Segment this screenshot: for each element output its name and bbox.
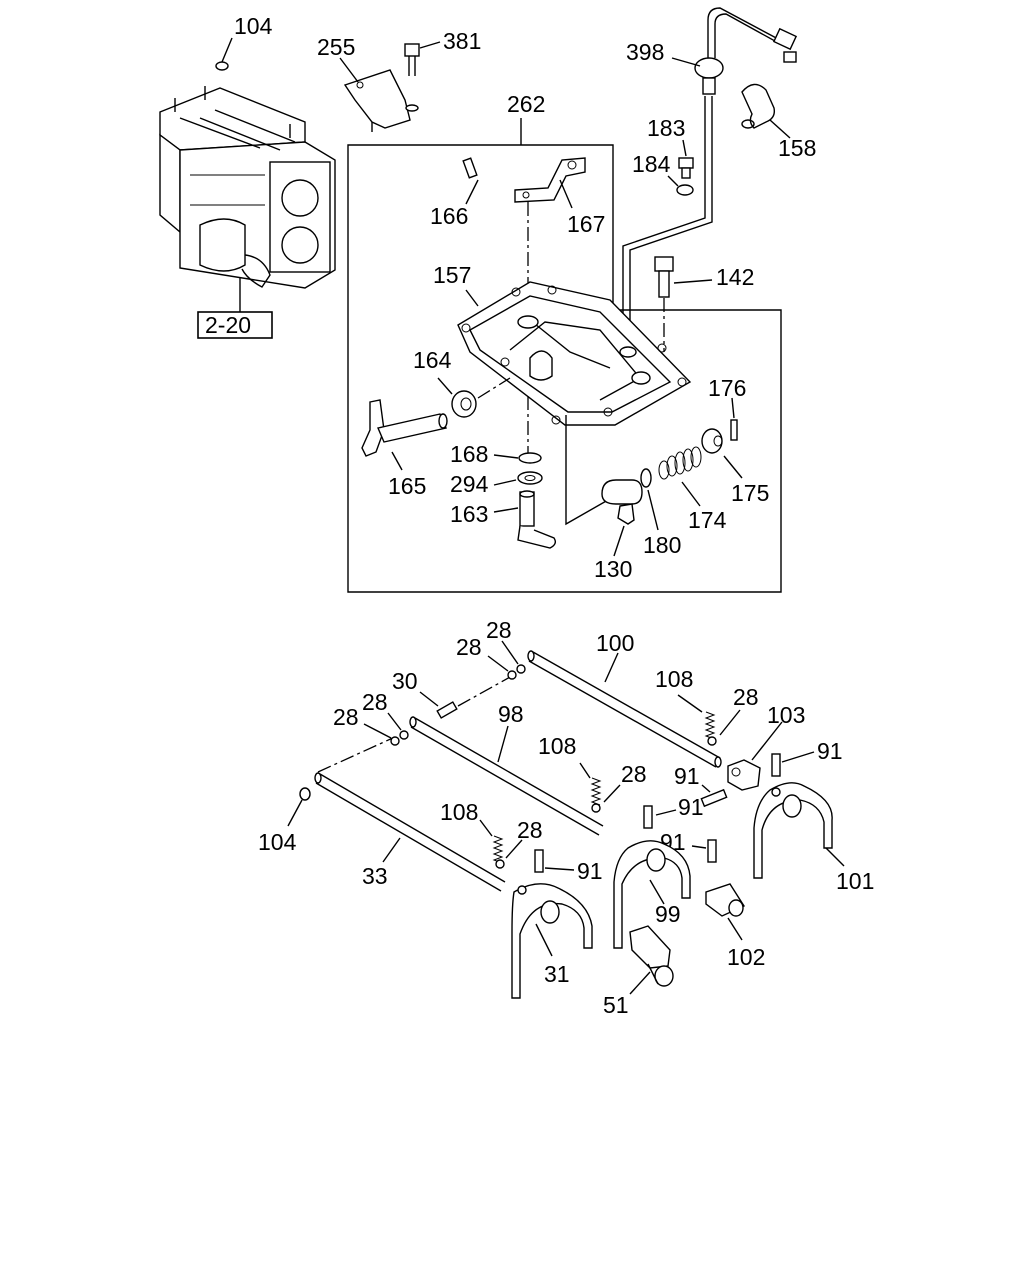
pin-91-a	[771, 753, 781, 777]
shift-rail-98-drawing	[409, 716, 604, 836]
callout-99: 99	[655, 901, 681, 927]
fork-31-drawing	[511, 883, 593, 999]
callout-166: 166	[430, 203, 468, 229]
ball-28-d	[390, 736, 400, 746]
callout-102: 102	[727, 944, 765, 970]
callout-104-bottom: 104	[258, 829, 297, 855]
ball-28-e	[707, 736, 717, 746]
plate-167-drawing	[514, 157, 586, 203]
bolt-142-drawing	[654, 256, 674, 298]
callout-165: 165	[388, 473, 426, 499]
callout-31: 31	[544, 961, 570, 987]
ball-28-g	[495, 859, 505, 869]
ball-28-c	[399, 730, 409, 740]
callout-398: 398	[626, 39, 664, 65]
callout-98: 98	[498, 701, 524, 727]
seal-164-drawing	[451, 390, 477, 418]
callout-167: 167	[567, 211, 605, 237]
pin-176-drawing	[730, 419, 738, 441]
callout-108-left: 108	[440, 799, 478, 825]
callout-158: 158	[778, 135, 816, 161]
ball-28-a	[516, 664, 526, 674]
plug-175-drawing	[701, 428, 723, 454]
block-103-drawing	[727, 759, 761, 791]
callout-51: 51	[603, 992, 629, 1018]
callout-142: 142	[716, 264, 754, 290]
callout-91-far-right: 91	[817, 738, 843, 764]
plug-104-drawing	[299, 787, 311, 801]
ball-28-b	[507, 670, 517, 680]
callout-262: 262	[507, 91, 545, 117]
bolt-381-drawing	[404, 43, 420, 112]
callout-91-upper: 91	[674, 763, 700, 789]
callout-108-middle: 108	[538, 733, 576, 759]
callout-164: 164	[413, 347, 452, 373]
bracket-255-drawing	[343, 69, 411, 132]
callout-180: 180	[643, 532, 681, 558]
callout-28-top-left: 28	[456, 634, 482, 660]
callout-294: 294	[450, 471, 489, 497]
spring-108-c	[492, 835, 504, 864]
callout-163: 163	[450, 501, 488, 527]
spring-174-drawing	[658, 446, 702, 480]
spring-108-a	[704, 711, 716, 740]
callout-28-mid-left: 28	[333, 704, 359, 730]
callout-28-middle: 28	[621, 761, 647, 787]
fork-101-drawing	[753, 782, 833, 879]
callout-176: 176	[708, 375, 746, 401]
fork-99-drawing	[613, 840, 691, 949]
washer-168-drawing	[518, 452, 542, 464]
pin-91-e	[534, 849, 544, 873]
lever-130-drawing	[601, 479, 643, 525]
callout-255: 255	[317, 34, 355, 60]
callout-183: 183	[647, 115, 685, 141]
washer-180-drawing	[640, 468, 652, 488]
pin-91-d	[707, 839, 717, 863]
section-reference-label: 2-20	[205, 312, 251, 338]
callout-28-mid-right: 28	[362, 689, 388, 715]
pin-91-b	[700, 788, 728, 808]
callout-28-top-right: 28	[486, 617, 512, 643]
transmission-case-drawing	[159, 61, 336, 289]
washer-184-drawing	[676, 184, 694, 196]
switch-398-drawing	[694, 7, 798, 95]
section-reference-box	[197, 311, 273, 339]
pin-91-c	[643, 805, 653, 829]
block-102-drawing	[705, 883, 746, 917]
callout-103: 103	[767, 702, 805, 728]
cover-157-drawing	[457, 281, 692, 426]
callout-28-left: 28	[517, 817, 543, 843]
callout-108-right: 108	[655, 666, 693, 692]
shift-rail-33-drawing	[314, 772, 506, 892]
callout-28-right: 28	[733, 684, 759, 710]
callout-91-left: 91	[577, 858, 603, 884]
bolt-183-drawing	[678, 157, 694, 179]
callout-381: 381	[443, 28, 481, 54]
callout-157: 157	[433, 262, 471, 288]
callout-100: 100	[596, 630, 634, 656]
callout-101: 101	[836, 868, 874, 894]
callout-130: 130	[594, 556, 632, 582]
shaft-163-drawing	[517, 490, 557, 549]
callout-33: 33	[362, 863, 388, 889]
callout-168: 168	[450, 441, 488, 467]
cover-assembly-frame	[347, 144, 782, 593]
callout-104-top: 104	[234, 13, 273, 39]
spring-108-b	[590, 777, 602, 806]
callout-184: 184	[632, 151, 671, 177]
lever-51-drawing	[629, 925, 674, 987]
callout-91-center: 91	[678, 794, 704, 820]
callout-30: 30	[392, 668, 418, 694]
ball-28-f	[591, 803, 601, 813]
callout-175: 175	[731, 480, 769, 506]
shift-rail-100-drawing	[527, 650, 722, 768]
pin-30-drawing	[436, 701, 458, 719]
callout-174: 174	[688, 507, 727, 533]
clip-158-drawing	[741, 83, 776, 129]
o-ring-294-drawing	[517, 471, 543, 485]
pin-166-drawing	[462, 157, 478, 179]
lever-165-drawing	[361, 399, 448, 457]
